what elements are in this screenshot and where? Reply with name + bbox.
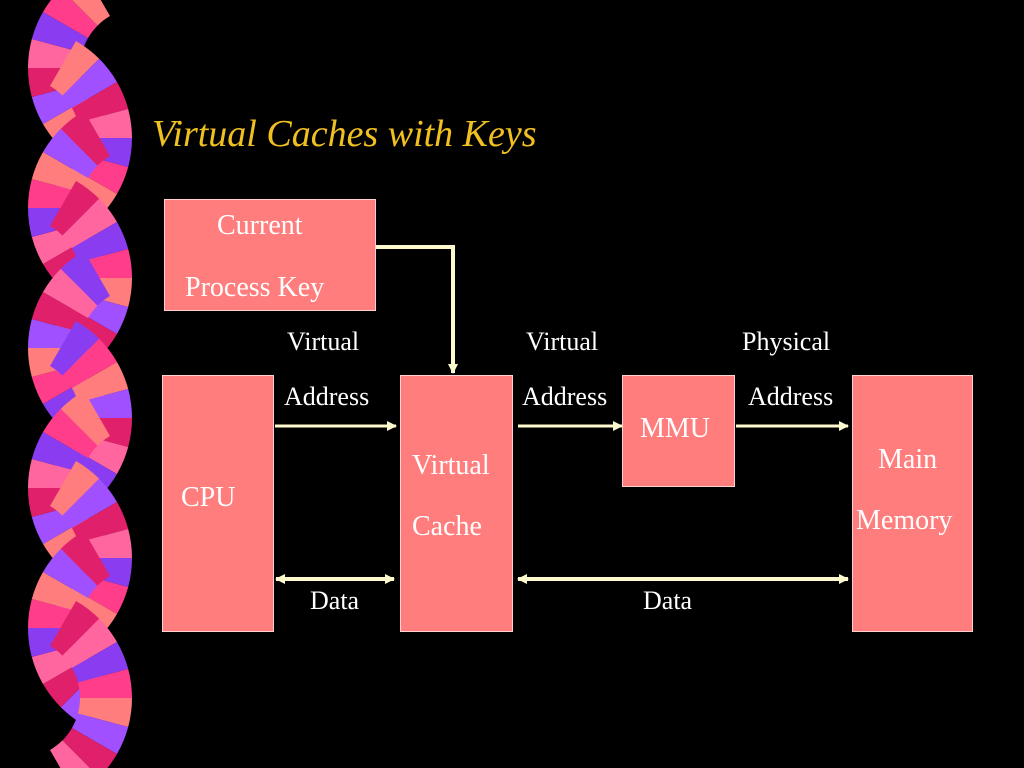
key-box-line1: Current (217, 210, 303, 241)
ribbon-segment (43, 268, 98, 318)
ribbon-segment (43, 548, 98, 598)
ribbon-segment (71, 362, 129, 403)
main-memory-box: Main Memory (852, 375, 973, 632)
ribbon-segment (43, 408, 98, 458)
ribbon-segment (50, 181, 100, 236)
ribbon-segment (60, 531, 110, 586)
mmu-label: MMU (640, 413, 711, 444)
ribbon-segment (60, 111, 110, 166)
pinwheel-ribbon-decoration (28, 0, 132, 768)
data-label-cache-memory: Data (643, 586, 693, 615)
ribbon-segment (62, 478, 117, 528)
ribbon-segment (43, 0, 98, 38)
key-to-cache-arrow (376, 245, 458, 374)
key-box-line2: Process Key (185, 272, 325, 303)
memory-label-line1: Main (878, 444, 938, 475)
ribbon-segment (31, 292, 89, 333)
virtual-address-label-1-line2: Address (284, 382, 370, 411)
ribbon-segment (60, 251, 110, 306)
ribbon-segment (72, 0, 110, 26)
virtual-address-label-2-line1: Virtual (526, 327, 599, 356)
ribbon-segment (77, 669, 132, 698)
mmu-box: MMU (622, 375, 735, 487)
ribbon-segment (50, 601, 100, 656)
cpu-box: CPU (162, 375, 274, 632)
ribbon-segment (50, 321, 100, 376)
ribbon-segment (31, 432, 89, 473)
physical-address-label-line2: Address (748, 382, 834, 411)
ribbon-segment (62, 58, 117, 108)
data-label-cpu-cache: Data (310, 586, 360, 615)
ribbon-segment (50, 740, 91, 768)
ribbon-segment (62, 198, 117, 248)
ribbon-segment (71, 642, 129, 683)
ribbon-segment (60, 391, 110, 446)
ribbon-segment (62, 728, 117, 768)
ribbon-segment (62, 618, 117, 668)
cache-label-line2: Cache (412, 511, 482, 542)
ribbon-segment (71, 713, 129, 754)
ribbon-segment (31, 152, 89, 193)
ribbon-segment (77, 698, 132, 727)
ribbon-segment (71, 502, 129, 543)
current-process-key-box: Current Process Key (164, 199, 376, 311)
virtual-address-label-2-line2: Address (522, 382, 608, 411)
ribbon-segment (71, 82, 129, 123)
memory-label-line2: Memory (856, 505, 953, 536)
ribbon-segment (31, 12, 89, 53)
physical-address-label-line1: Physical (742, 327, 831, 356)
ribbon-segment (62, 338, 117, 388)
ribbon-segment (50, 41, 100, 96)
virtual-cache-box: Virtual Cache (400, 375, 513, 632)
cache-label-line1: Virtual (412, 450, 490, 481)
virtual-address-label-1-line1: Virtual (287, 327, 360, 356)
ribbon-segment (50, 461, 100, 516)
ribbon-segment (31, 572, 89, 613)
slide-title: Virtual Caches with Keys (152, 113, 537, 155)
ribbon-segment (43, 128, 98, 178)
cpu-label: CPU (181, 482, 236, 513)
ribbon-segment (71, 222, 129, 263)
